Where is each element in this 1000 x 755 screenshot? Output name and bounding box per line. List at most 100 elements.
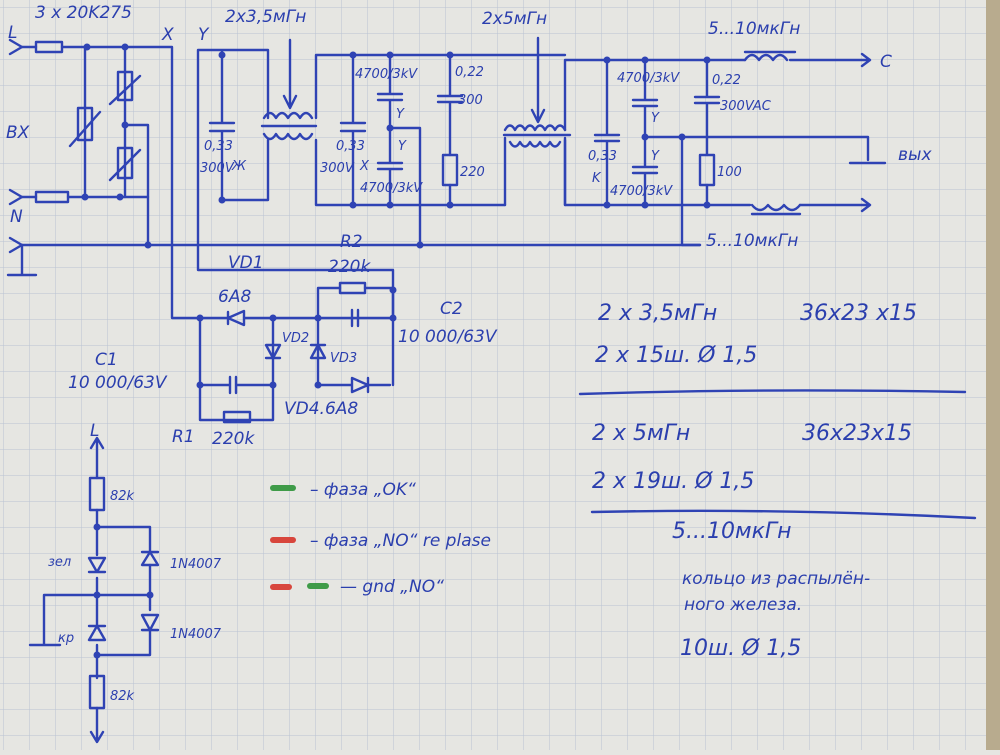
output-label: вых	[898, 145, 932, 165]
choke1-core: 36x23 x15	[800, 301, 917, 326]
cy1-label: 4700/3kV	[355, 67, 418, 82]
resistor-100	[698, 153, 716, 187]
choke3-winding: 10ш. Ø 1,5	[680, 636, 801, 661]
choke1-winding: 2 x 15ш. Ø 1,5	[595, 343, 757, 368]
legend-gnd-no: — gnd „NO“	[340, 577, 444, 597]
input-section: 3 x 20K275 L BX N X Y	[6, 3, 702, 320]
filter-stage-3: 2x5мГн 0,33 K 4700/3kV 4700/3kV Y Y 0,22…	[482, 9, 932, 251]
choke2-spec: 2 x 5мГн	[592, 421, 690, 446]
y-mark-4: Y	[651, 149, 660, 164]
c2-type: X	[359, 159, 370, 174]
choke3-spec: 5...10мкГн	[672, 519, 792, 544]
c1-voltage: 300V	[200, 161, 235, 176]
r-bottom-label: 82k	[110, 689, 135, 704]
divider-2	[590, 509, 977, 520]
led-green	[87, 556, 107, 574]
resistor-r1	[222, 410, 252, 424]
legend: – фаза „OK“ – фаза „NO“ re plase — gnd „…	[270, 480, 491, 597]
c2-value: 0,33	[336, 139, 365, 154]
cy3-label: 4700/3kV	[617, 71, 680, 86]
c2-voltage: 300V	[320, 161, 355, 176]
varistor-3	[116, 146, 134, 180]
resistor-82k-top	[88, 476, 106, 512]
resistor-220	[441, 153, 459, 187]
c1-type: Ж	[231, 159, 247, 174]
r1-label: R1	[172, 427, 195, 447]
output-c-label: C	[880, 52, 892, 72]
node-x-label: X	[161, 25, 174, 45]
vd4-label: VD4.6A8	[284, 399, 358, 419]
input-label: BX	[6, 123, 30, 143]
r2-label: R2	[340, 232, 363, 252]
c022b-value: 0,22	[712, 73, 741, 88]
r-top-label: 82k	[110, 489, 135, 504]
choke2-winding: 2 x 19ш. Ø 1,5	[592, 469, 754, 494]
r100-label: 100	[717, 165, 742, 180]
y-mark-1: Y	[396, 107, 405, 122]
choke3-core-1: кольцо из распылён-	[682, 569, 870, 589]
resistor-82k-bottom	[88, 674, 106, 710]
legend-red-marker-2	[270, 584, 292, 590]
led-green-label: зел	[48, 555, 71, 570]
filter-stage-2: 0,33 300V X 4700/3kV 4700/3kV Y Y 0,22 3…	[320, 51, 485, 249]
legend-phase-ok: – фаза „OK“	[310, 480, 416, 500]
led-red	[87, 624, 107, 642]
choke-1	[260, 111, 318, 141]
rectifier-section: R2 220k VD1 6A8 VD2 VD3 VD4.6A8 C2 10 00…	[68, 232, 498, 449]
c3-value: 0,33	[588, 149, 617, 164]
indicator-l-label: L	[90, 421, 99, 441]
y-mark-2: Y	[398, 139, 407, 154]
vd3-label: VD3	[330, 351, 357, 366]
r1-value: 220k	[212, 429, 255, 449]
varistor-1	[76, 106, 94, 142]
c2-rating: 10 000/63V	[398, 327, 498, 347]
legend-phase-no: – фаза „NO“ re plase	[310, 531, 491, 551]
cy2-label: 4700/3kV	[360, 181, 423, 196]
vd1-label: VD1	[228, 253, 264, 273]
vd2-label: VD2	[282, 331, 309, 346]
r220-label: 220	[460, 165, 485, 180]
choke-3-bottom	[750, 203, 802, 216]
ground-symbol	[6, 243, 38, 277]
choke1-spec: 2 x 3,5мГн	[598, 301, 717, 326]
y-mark-3: Y	[651, 111, 660, 126]
c1-label: C1	[95, 350, 118, 370]
c1-rating: 10 000/63V	[68, 373, 168, 393]
legend-red-marker	[270, 537, 296, 543]
c2-label: C2	[440, 299, 463, 319]
legend-green-marker-2	[307, 583, 329, 589]
led-red-label: кр	[58, 631, 74, 646]
diode1-label: 1N4007	[170, 557, 222, 572]
diode-vd2	[264, 343, 282, 360]
cy4-label: 4700/3kV	[610, 184, 673, 199]
node-y-label: Y	[198, 25, 210, 45]
c022b-voltage: 300VAC	[720, 99, 772, 114]
r2-value: 220k	[328, 257, 371, 277]
diode-vd3	[309, 343, 327, 360]
winding-notes: 2 x 3,5мГн 36x23 x15 2 x 15ш. Ø 1,5 2 x …	[578, 301, 977, 661]
choke2-core: 36x23x15	[802, 421, 912, 446]
input-l-label: L	[8, 23, 17, 43]
choke2-label: 2x5мГн	[482, 9, 547, 29]
phase-indicator: L 82k зел кр 1N4007 1N4007 82k	[28, 421, 222, 744]
divider-1	[578, 389, 967, 396]
diode-1n4007-bottom	[140, 613, 160, 632]
choke3-top-label: 5...10мкГн	[708, 19, 800, 39]
choke3-bottom-label: 5...10мкГн	[706, 231, 798, 251]
c1-value: 0,33	[204, 139, 233, 154]
c022-voltage: 300	[458, 93, 483, 108]
choke-3-top	[743, 50, 797, 62]
diode-1n4007-top	[140, 550, 160, 567]
vd1-value: 6A8	[218, 287, 251, 307]
c022-value: 0,22	[455, 65, 484, 80]
resistor-r2	[338, 281, 367, 295]
page-edge	[986, 0, 1000, 750]
c3-type: K	[592, 171, 602, 186]
legend-green-marker	[270, 485, 296, 491]
varistor-label: 3 x 20K275	[35, 3, 132, 23]
choke1-label: 2x3,5мГн	[225, 7, 306, 27]
varistor-2	[116, 70, 134, 102]
choke3-core-2: ного железа.	[684, 595, 802, 615]
input-n-label: N	[10, 207, 23, 227]
